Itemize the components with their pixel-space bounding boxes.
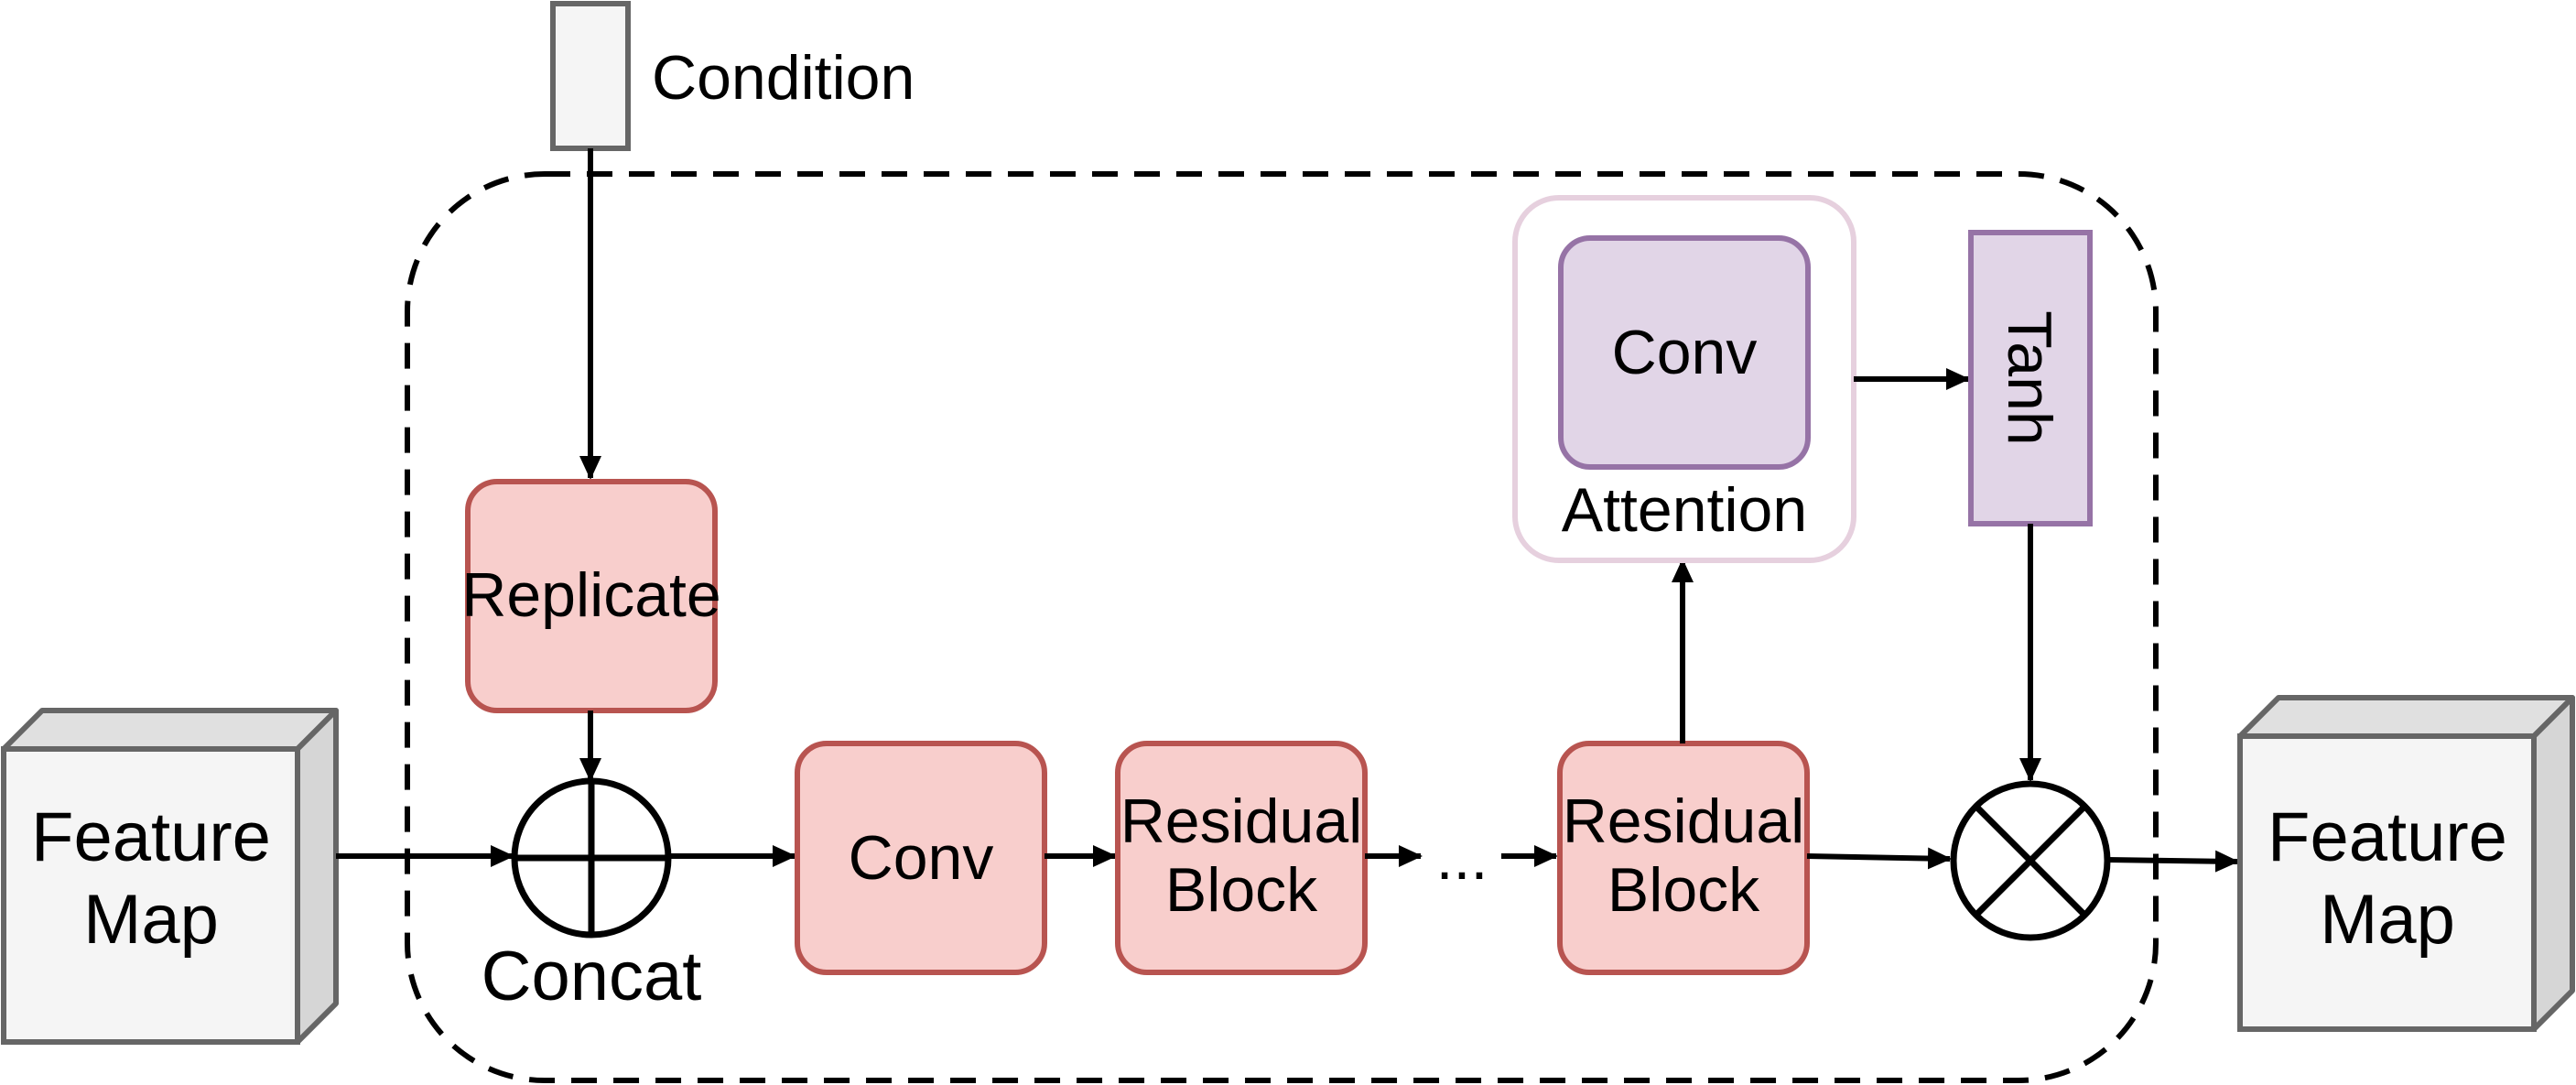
feature-map-output-label-line1: Feature [2268,798,2507,876]
conv-label: Conv [849,823,994,893]
multiply-cross-b [1974,804,2087,917]
condition-label: Condition [652,43,915,113]
attention-module: Conv Attention [1512,195,1856,563]
arrow-multiply-to-output [2106,850,2239,873]
module-boundary [405,171,2159,1083]
feature-map-output: Feature Map [2237,695,2575,1032]
feature-map-output-top-face [2237,695,2575,739]
feature-map-output-side-face [2531,695,2575,1032]
multiply-operator [1950,780,2111,941]
residual-block-1-label-line1: Residual [1120,787,1363,856]
condition-vector-box [550,1,631,151]
feature-map-input: Feature Map [1,708,339,1045]
feature-map-input-top-face [1,708,339,752]
conv-block: Conv [795,741,1047,975]
tanh-label: Tanh [1995,310,2064,445]
replicate-label: Replicate [461,560,721,630]
feature-map-output-front-face [2237,733,2537,1032]
attention-conv-label: Conv [1612,318,1758,387]
residual-block-2: Residual Block [1557,741,1810,975]
concat-operator [511,777,672,939]
feature-map-input-label-line2: Map [83,881,219,959]
concat-label: Concat [482,938,702,1015]
residual-block-2-label-line2: Block [1607,855,1760,925]
replicate-block: Replicate [461,479,721,713]
feature-map-input-label-line1: Feature [31,798,271,876]
ellipsis: ... [1436,823,1488,893]
residual-block-1-label-line2: Block [1165,855,1318,925]
attention-conv-box [1558,235,1811,470]
attention-label: Attention [1562,475,1807,545]
tanh-block: Tanh [1968,230,2093,526]
condition-vector [550,1,631,151]
residual-block-1: Residual Block [1115,741,1368,975]
feature-map-input-side-face [295,708,339,1045]
residual-block-2-label-line1: Residual [1563,787,1805,856]
feature-map-input-front-face [1,746,300,1045]
feature-map-output-label-line2: Map [2320,881,2455,959]
arrow-residual-2-to-multiply [1806,847,1952,870]
